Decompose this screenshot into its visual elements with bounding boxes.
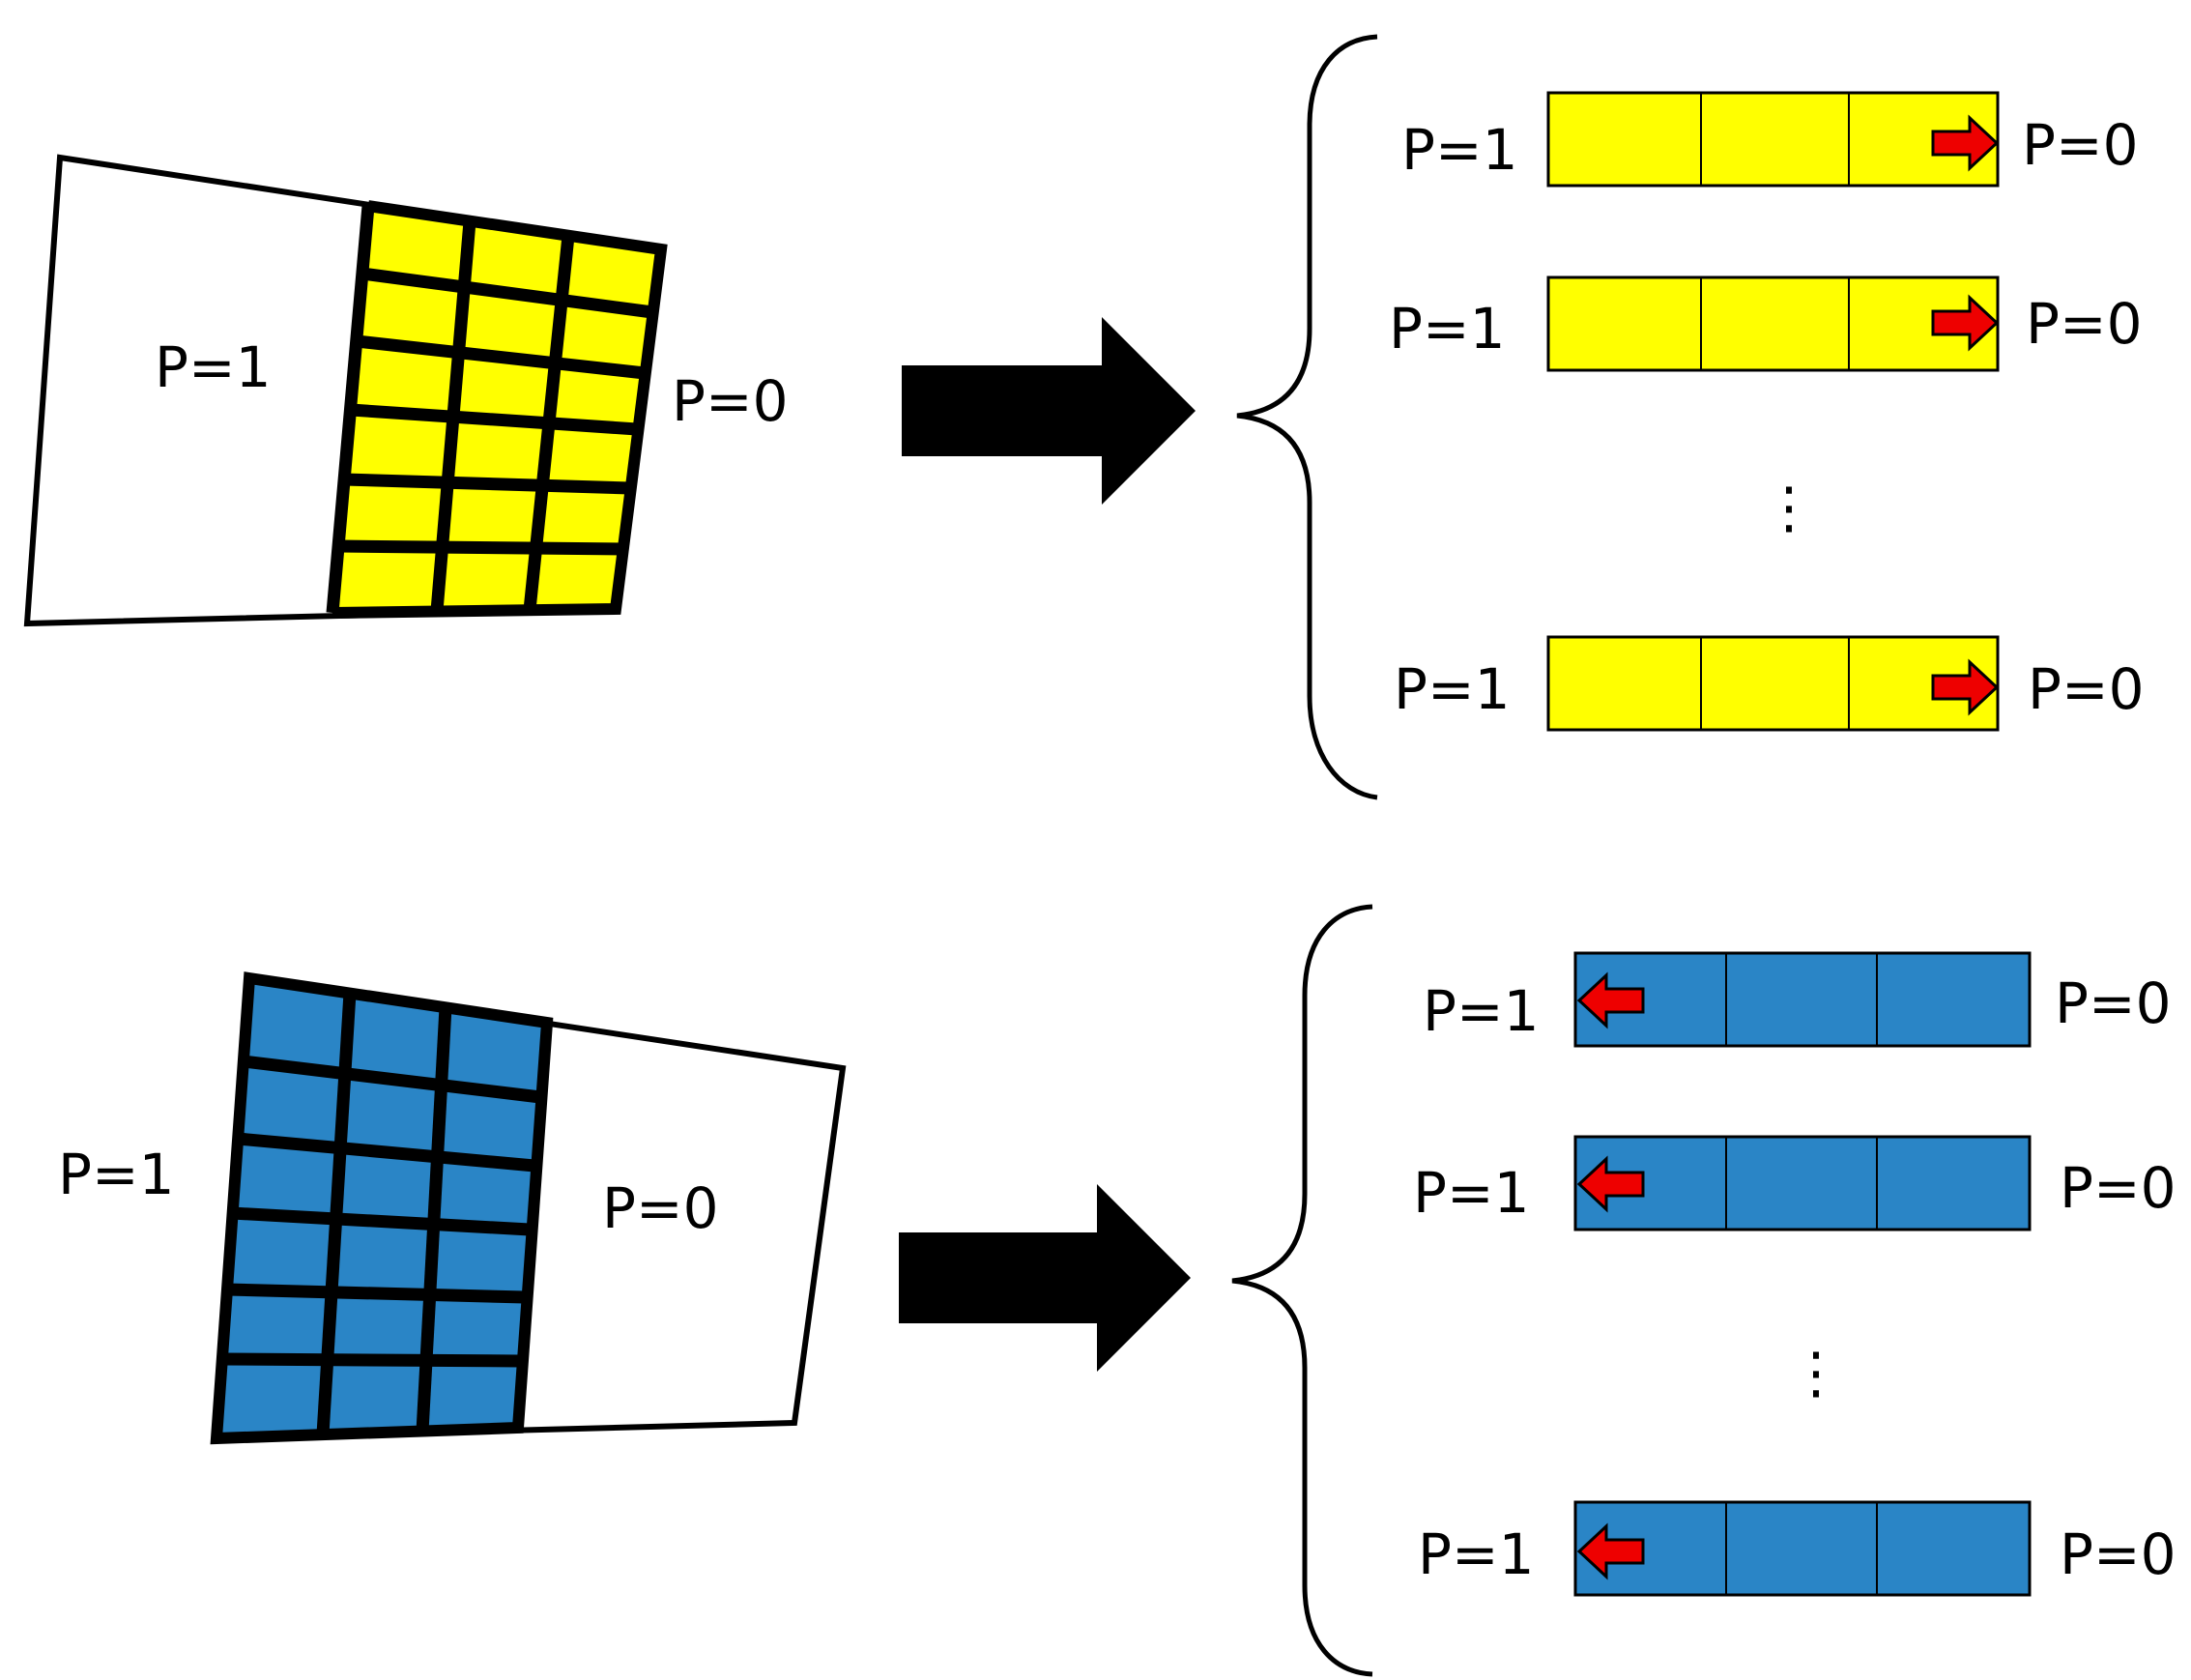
bottom-brace [1231, 904, 1373, 1677]
bottom-grid-row-line [231, 1206, 531, 1236]
left-arrow-icon [1576, 1155, 1645, 1213]
left-arrow-icon [1576, 1522, 1645, 1580]
right-arrow-icon [1931, 294, 2000, 352]
bottom-quad-left-label: P=1 [58, 1142, 174, 1207]
right-arrow-icon [1931, 658, 2000, 716]
bottom-grid-region [216, 978, 547, 1438]
top-row-bar [1546, 275, 2000, 372]
top-grid-outline [332, 200, 668, 619]
top-row-bar [1546, 635, 2000, 732]
bottom-row-bar [1573, 1500, 2032, 1597]
top-brace [1236, 34, 1378, 800]
top-grid-row-line [343, 473, 631, 495]
bottom-row-2: P=1 P=0 [1413, 1135, 2176, 1231]
bottom-row-bar [1573, 951, 2032, 1048]
bottom-row-left-label: P=1 [1418, 1521, 1534, 1587]
bottom-row-right-label: P=0 [2055, 970, 2171, 1036]
top-grid-row-line [350, 403, 638, 436]
top-row-right-label: P=0 [2026, 291, 2142, 357]
bottom-row-left-label: P=1 [1413, 1160, 1529, 1226]
top-grid-row-line [337, 539, 624, 556]
top-row-1: P=1 P=0 [1401, 91, 2138, 188]
top-big-arrow-icon [902, 317, 1196, 505]
bottom-grid-row-line [226, 1283, 526, 1304]
right-arrow-icon [1931, 114, 2000, 172]
bottom-row-bar [1573, 1135, 2032, 1231]
bottom-grid-outline [210, 971, 554, 1445]
bottom-ellipsis: ⋮ [1788, 1340, 1844, 1405]
left-arrow-icon [1576, 971, 1645, 1029]
top-row-3: P=1 P=0 [1394, 635, 2144, 732]
bottom-quad: P=1 P=0 [58, 971, 847, 1445]
top-grid-row-line [356, 334, 646, 380]
bottom-row-left-label: P=1 [1423, 978, 1539, 1044]
bottom-row-3: P=1 P=0 [1418, 1500, 2176, 1597]
bottom-grid-row-line [221, 1352, 522, 1368]
top-ellipsis: ⋮ [1761, 475, 1817, 540]
top-row-left-label: P=1 [1401, 117, 1517, 183]
bottom-quad-right-label: P=0 [602, 1175, 718, 1241]
top-quad-right-label: P=0 [672, 368, 788, 434]
top-row-right-label: P=0 [2028, 656, 2144, 722]
top-row-bar [1546, 91, 2000, 188]
top-panel: P=1 P=0 P=1 P=0 P=1 P=0 ⋮ P=1 [23, 34, 2144, 800]
bottom-panel: P=1 P=0 P=1 P=0 P=1 P=0 ⋮ P=1 [58, 904, 2176, 1677]
bottom-row-right-label: P=0 [2060, 1521, 2176, 1587]
top-grid-row-line [361, 267, 653, 319]
bottom-grid-row-line [237, 1132, 535, 1173]
bottom-grid-row-line [243, 1055, 541, 1104]
top-row-right-label: P=0 [2022, 112, 2138, 178]
top-row-left-label: P=1 [1389, 296, 1505, 362]
top-quad: P=1 P=0 [23, 154, 788, 627]
bottom-row-1: P=1 P=0 [1423, 951, 2171, 1048]
top-row-2: P=1 P=0 [1389, 275, 2142, 372]
top-row-left-label: P=1 [1394, 656, 1510, 722]
bottom-row-right-label: P=0 [2060, 1155, 2176, 1221]
top-quad-left-label: P=1 [155, 334, 271, 400]
bottom-big-arrow-icon [899, 1184, 1191, 1372]
